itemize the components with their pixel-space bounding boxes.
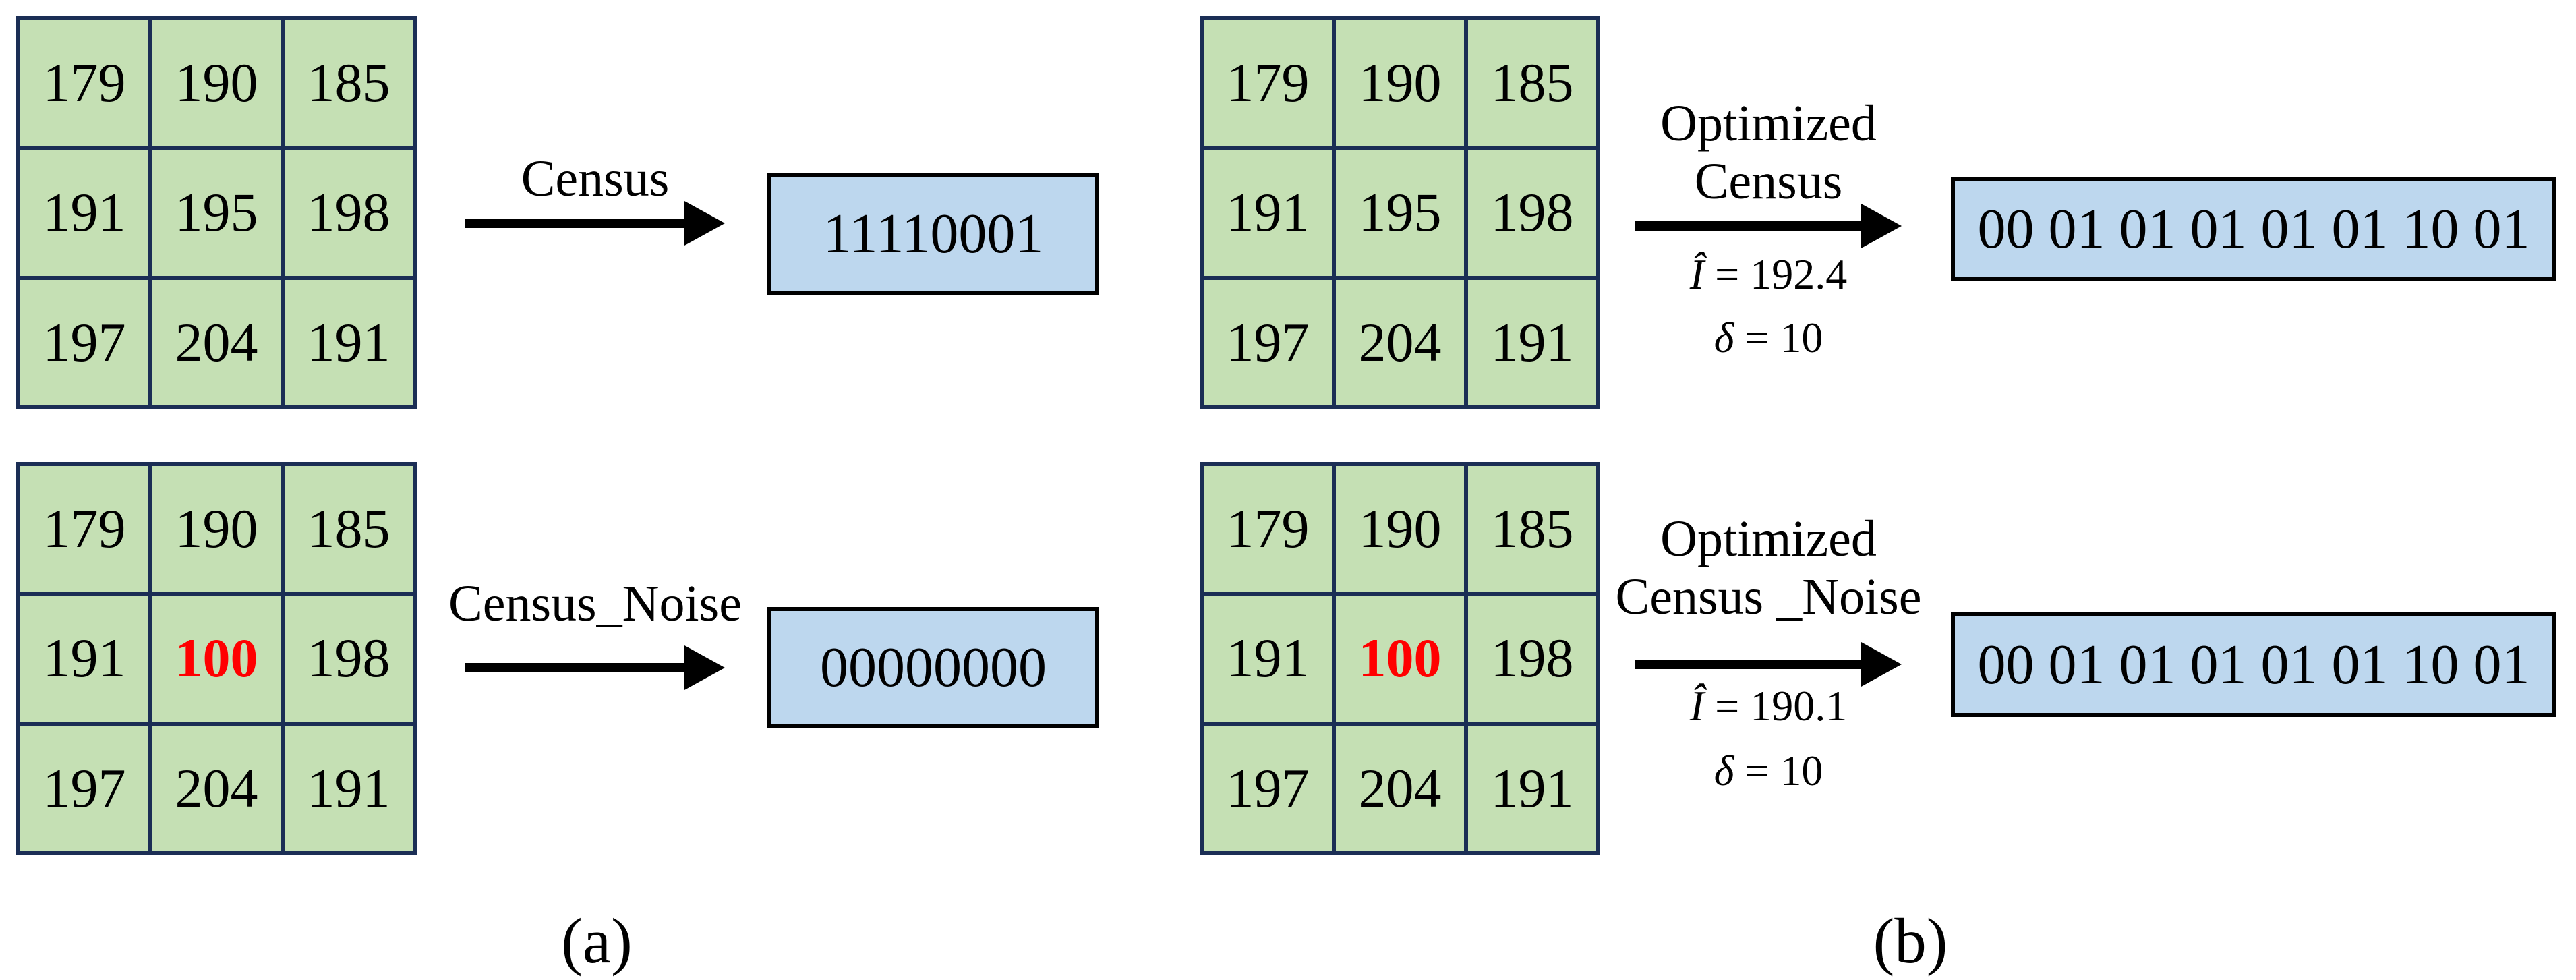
matrix-cell: 179 xyxy=(20,20,148,146)
matrix-cell-noise: 100 xyxy=(152,596,281,722)
pixel-matrix-clean-b: 179 190 185 191 195 198 197 204 191 xyxy=(1200,16,1600,409)
optimized-census-noise-label-line2: Census _Noise xyxy=(1615,569,1922,625)
arrow-shaft xyxy=(465,663,691,672)
arrow-head-icon xyxy=(684,201,725,246)
arrow-census xyxy=(465,200,725,247)
matrix-cell: 198 xyxy=(1468,150,1596,276)
matrix-cell: 204 xyxy=(152,725,281,851)
arrow-shaft xyxy=(1635,221,1868,231)
matrix-cell: 190 xyxy=(1336,20,1464,146)
arrow-head-icon xyxy=(1861,642,1902,687)
optimized-census-noise-label-line1: Optimized xyxy=(1660,511,1877,567)
optimized-census-label-line1: Optimized xyxy=(1660,95,1877,152)
matrix-cell: 197 xyxy=(1204,279,1332,405)
caption-a: (a) xyxy=(561,905,633,977)
matrix-cell: 191 xyxy=(20,150,148,276)
arrow-head-icon xyxy=(684,645,725,690)
matrix-cell: 198 xyxy=(1468,596,1596,722)
optimized-census-noise-result-box: 00 01 01 01 01 01 10 01 xyxy=(1951,612,2556,717)
matrix-cell: 190 xyxy=(1336,466,1464,592)
matrix-cell: 190 xyxy=(152,466,281,592)
delta-value: δ = 10 xyxy=(1714,747,1823,795)
matrix-cell: 179 xyxy=(1204,466,1332,592)
census-result-box: 11110001 xyxy=(767,173,1099,295)
optimized-census-label: Optimized Census xyxy=(1635,94,1902,210)
matrix-cell: 191 xyxy=(1204,150,1332,276)
arrow-optimized-census xyxy=(1635,202,1902,250)
delta-value: δ = 10 xyxy=(1714,314,1823,362)
matrix-cell: 185 xyxy=(285,20,413,146)
census-noise-label: Census_Noise xyxy=(448,575,742,632)
matrix-cell: 191 xyxy=(1204,596,1332,722)
matrix-cell-noise: 100 xyxy=(1336,596,1464,722)
pixel-matrix-noisy-a: 179 190 185 191 100 198 197 204 191 xyxy=(16,462,417,855)
optimized-census-result-box: 00 01 01 01 01 01 10 01 xyxy=(1951,177,2556,281)
matrix-cell: 179 xyxy=(20,466,148,592)
optimized-census-label-line2: Census xyxy=(1694,153,1843,210)
matrix-cell: 179 xyxy=(1204,20,1332,146)
census-noise-result-box: 00000000 xyxy=(767,607,1099,728)
matrix-cell: 191 xyxy=(1468,725,1596,851)
arrow-head-icon xyxy=(1861,204,1902,248)
matrix-cell-center: 195 xyxy=(152,150,281,276)
mean-intensity-value: Î = 192.4 xyxy=(1689,250,1848,298)
matrix-cell: 185 xyxy=(285,466,413,592)
matrix-cell: 197 xyxy=(20,725,148,851)
pixel-matrix-noisy-b: 179 190 185 191 100 198 197 204 191 xyxy=(1200,462,1600,855)
matrix-cell: 185 xyxy=(1468,466,1596,592)
arrow-shaft xyxy=(1635,660,1868,669)
census-label: Census xyxy=(521,150,670,207)
matrix-cell: 185 xyxy=(1468,20,1596,146)
matrix-cell: 198 xyxy=(285,150,413,276)
matrix-cell: 204 xyxy=(1336,279,1464,405)
matrix-cell: 197 xyxy=(20,279,148,405)
matrix-cell: 204 xyxy=(152,279,281,405)
matrix-cell: 191 xyxy=(285,725,413,851)
pixel-matrix-clean-a: 179 190 185 191 195 198 197 204 191 xyxy=(16,16,417,409)
arrow-census-noise xyxy=(465,644,725,691)
matrix-cell-center: 195 xyxy=(1336,150,1464,276)
matrix-cell: 198 xyxy=(285,596,413,722)
matrix-cell: 191 xyxy=(20,596,148,722)
caption-b: (b) xyxy=(1873,905,1948,977)
matrix-cell: 191 xyxy=(1468,279,1596,405)
matrix-cell: 197 xyxy=(1204,725,1332,851)
arrow-shaft xyxy=(465,219,691,228)
matrix-cell: 190 xyxy=(152,20,281,146)
optimized-census-noise-label: Optimized Census _Noise xyxy=(1588,510,1949,626)
arrow-optimized-census-noise xyxy=(1635,641,1902,688)
mean-intensity-value: Î = 190.1 xyxy=(1689,682,1848,730)
matrix-cell: 204 xyxy=(1336,725,1464,851)
matrix-cell: 191 xyxy=(285,279,413,405)
